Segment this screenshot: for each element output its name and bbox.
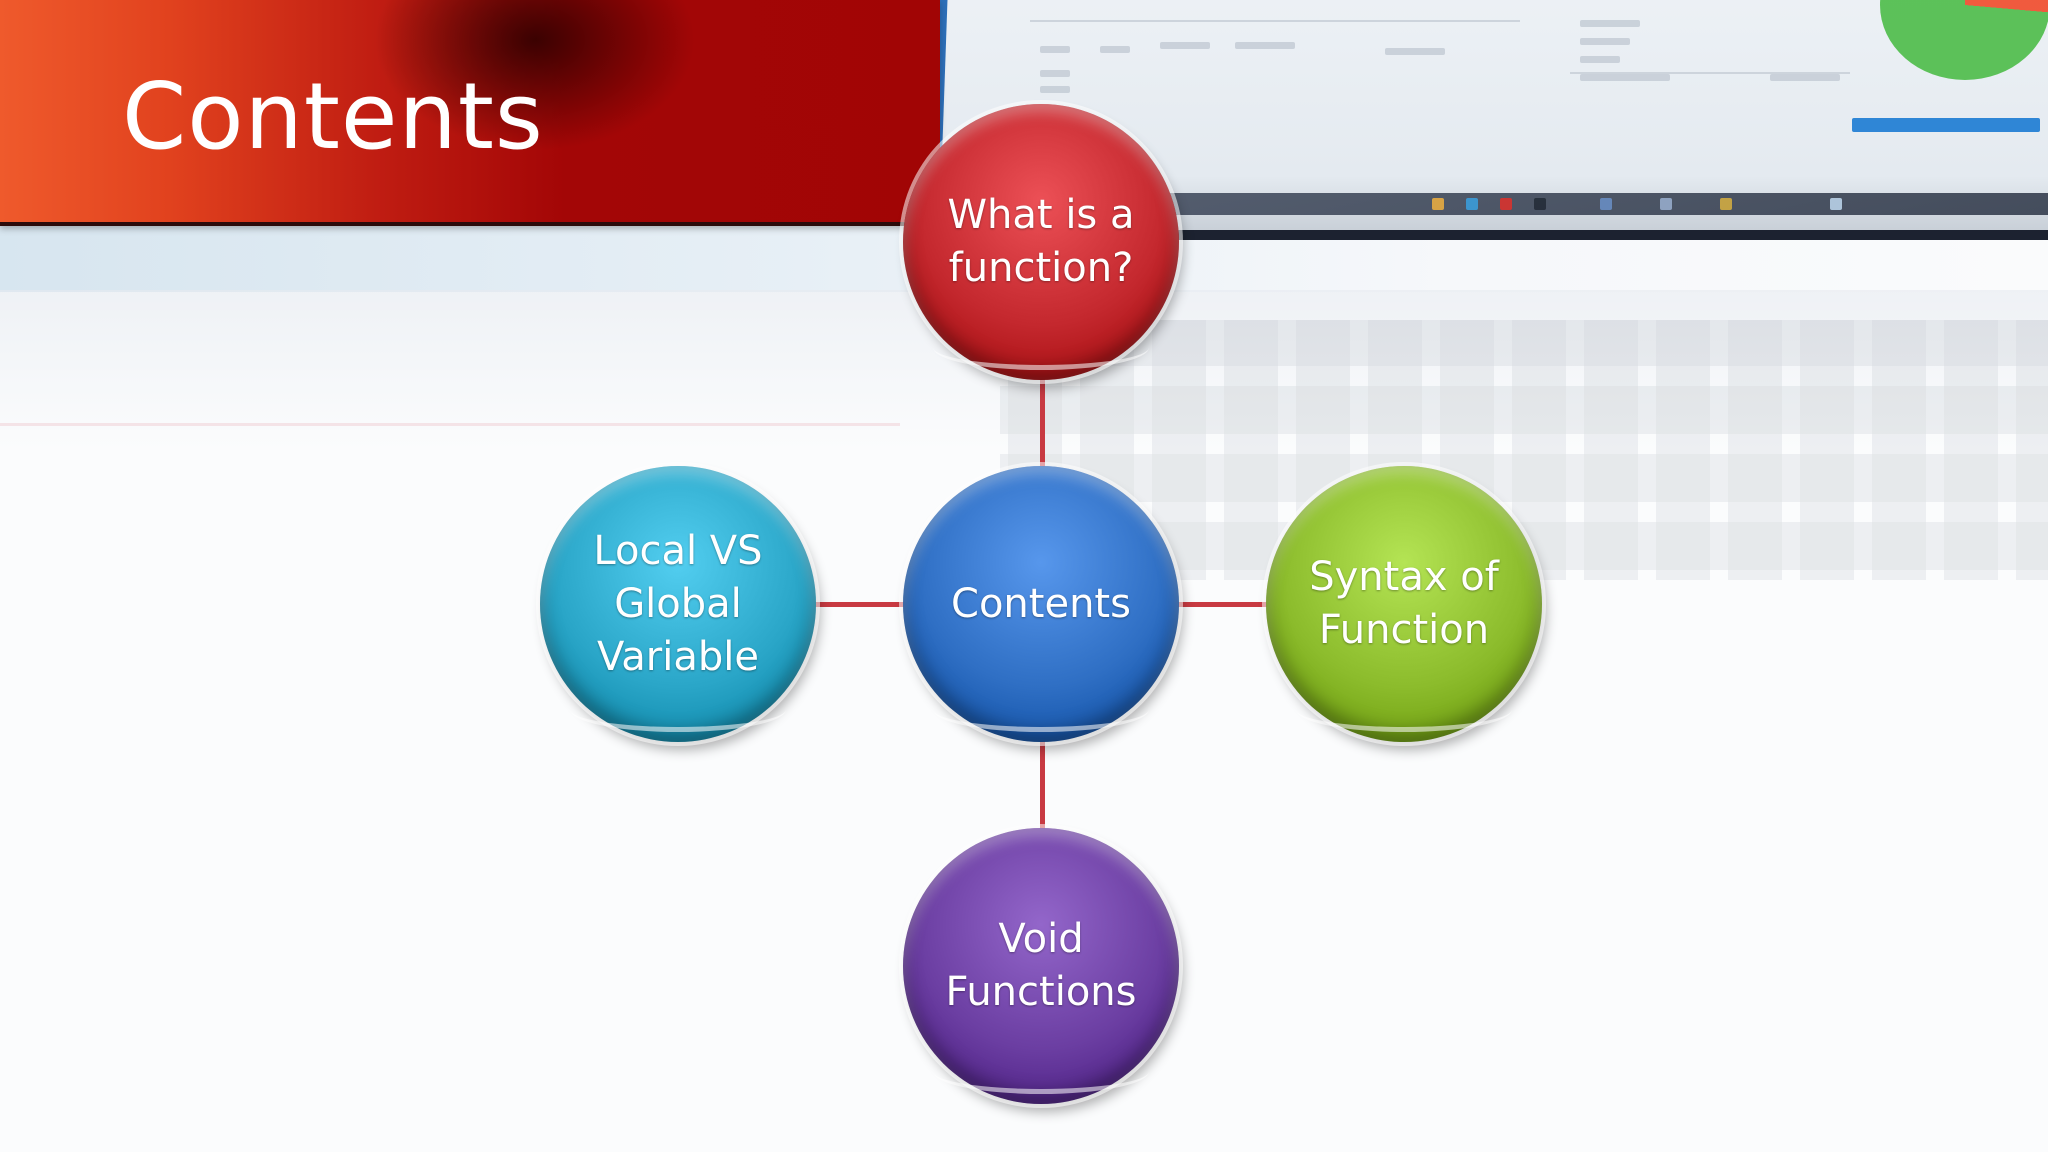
background-taskbar-icon <box>1432 198 1444 210</box>
title-banner: Contents <box>0 0 940 226</box>
connector-top <box>1040 378 1045 468</box>
background-table-cell <box>1040 46 1070 53</box>
node-void-functions[interactable]: Void Functions <box>903 828 1179 1104</box>
node-label: Void Functions <box>945 916 1137 1015</box>
connector-right <box>1177 602 1268 607</box>
background-table-cell <box>1580 56 1620 63</box>
background-table-cell <box>1385 48 1445 55</box>
background-table-cell <box>1580 20 1640 27</box>
background-table-cell <box>1580 38 1630 45</box>
background-table-cell <box>1235 42 1295 49</box>
background-table-cell <box>1040 70 1070 77</box>
background-table-cell <box>1770 74 1840 81</box>
background-table-cell <box>1100 46 1130 53</box>
page-title: Contents <box>122 63 544 170</box>
node-label: Syntax of Function <box>1309 554 1499 653</box>
connector-bottom <box>1040 740 1045 830</box>
node-label: What is a function? <box>947 192 1135 291</box>
background-button <box>1852 118 2040 132</box>
background-taskbar-icon <box>1720 198 1732 210</box>
node-label: Local VS Global Variable <box>593 527 763 680</box>
background-line <box>0 423 900 426</box>
node-syntax-of-function[interactable]: Syntax of Function <box>1266 466 1542 742</box>
background-table-line <box>1570 72 1850 74</box>
node-contents-center[interactable]: Contents <box>903 466 1179 742</box>
node-what-is-a-function[interactable]: What is a function? <box>903 104 1179 380</box>
background-taskbar-icon <box>1600 198 1612 210</box>
connector-left <box>814 602 905 607</box>
background-table-cell <box>1580 74 1670 81</box>
background-taskbar-icon <box>1500 198 1512 210</box>
background-taskbar-icon <box>1830 198 1842 210</box>
background-taskbar-icon <box>1466 198 1478 210</box>
background-table-cell <box>1040 86 1070 93</box>
background-table-cell <box>1160 42 1210 49</box>
node-label: Contents <box>951 580 1131 627</box>
node-local-vs-global-variable[interactable]: Local VS Global Variable <box>540 466 816 742</box>
background-table-line <box>1030 20 1520 22</box>
background-taskbar-icon <box>1660 198 1672 210</box>
background-taskbar-icon <box>1534 198 1546 210</box>
